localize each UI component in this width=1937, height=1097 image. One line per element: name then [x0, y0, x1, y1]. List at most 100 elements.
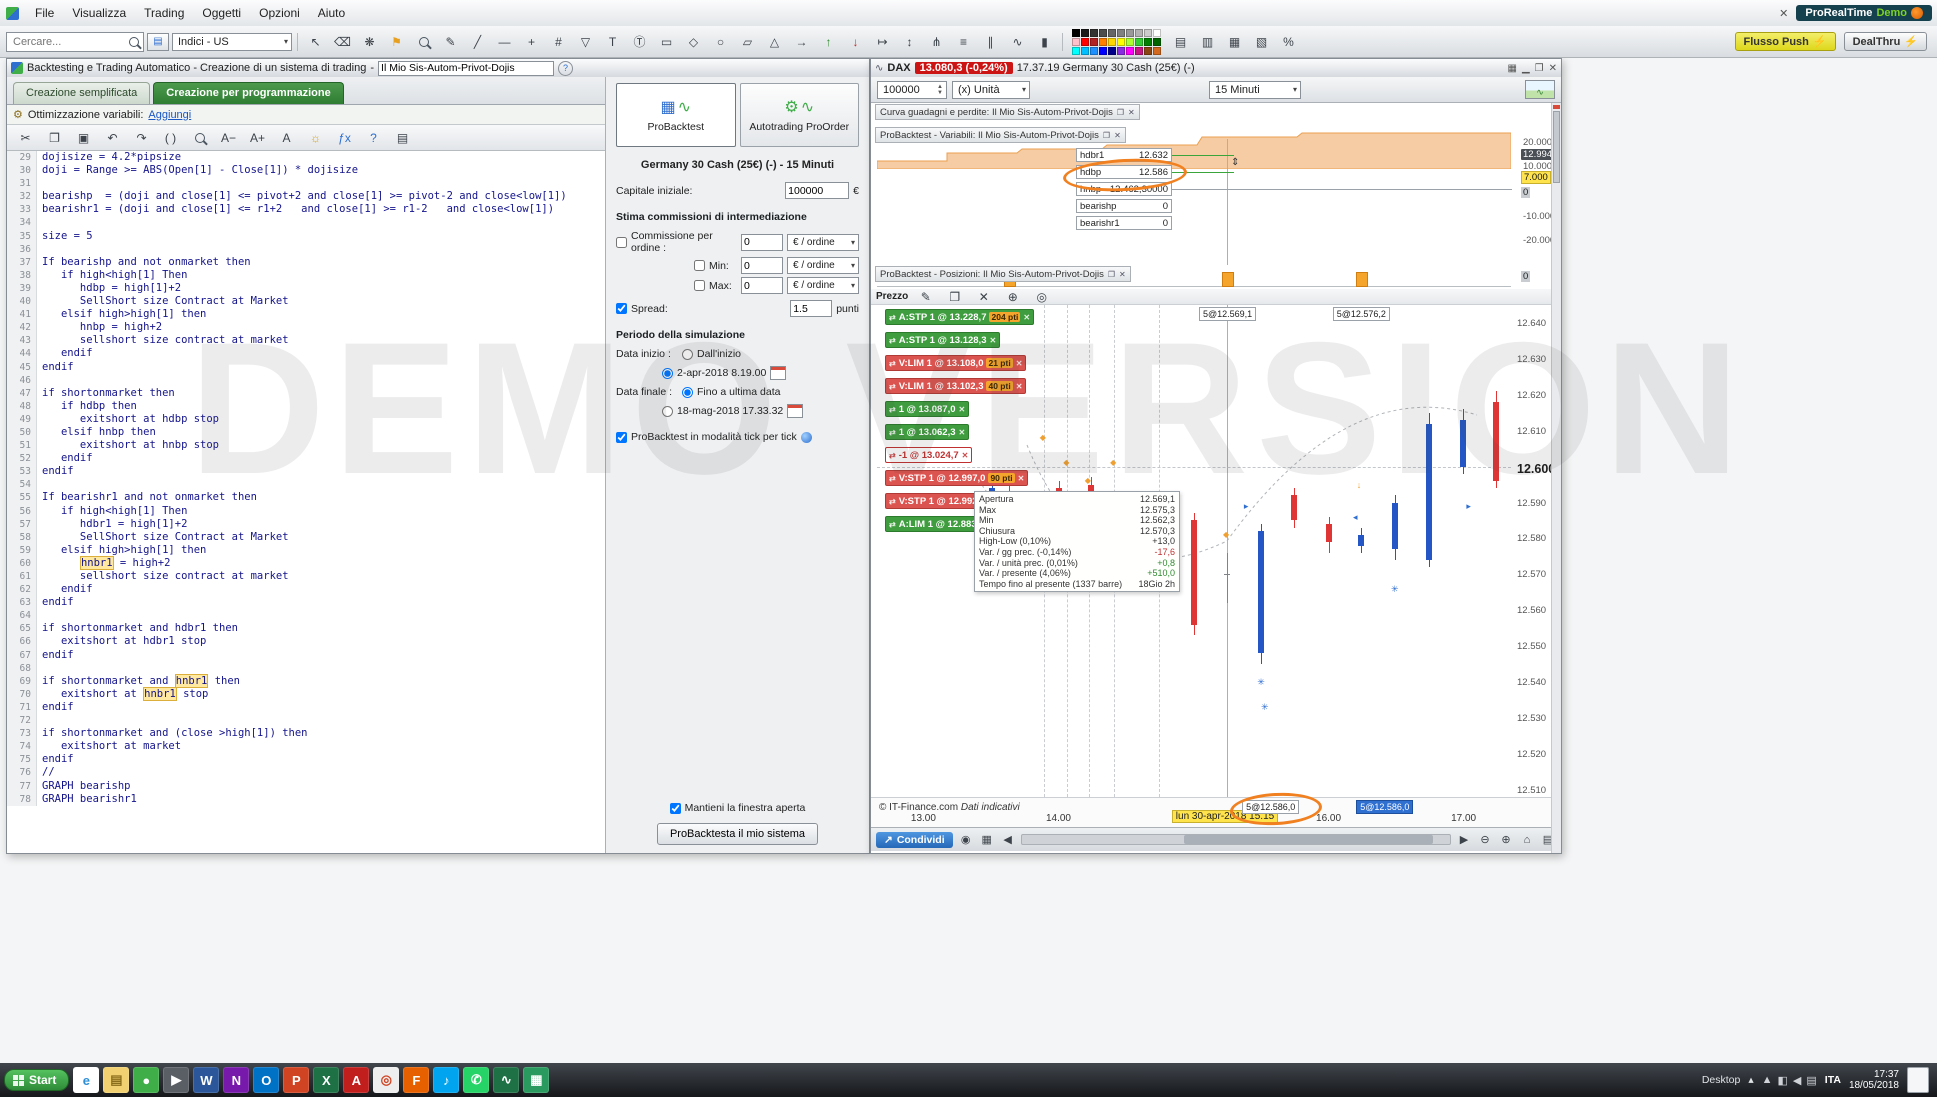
- taskbar-folder-icon[interactable]: ▤: [103, 1067, 129, 1093]
- arrow-tool[interactable]: →: [789, 30, 814, 54]
- pencil-tool[interactable]: ✎: [438, 30, 463, 54]
- end-date-radio[interactable]: [662, 406, 673, 417]
- color-swatch[interactable]: [1072, 47, 1080, 55]
- font-icon[interactable]: A: [274, 126, 299, 150]
- taskbar-pdf-icon[interactable]: A: [343, 1067, 369, 1093]
- commission-unit-select[interactable]: € / ordine▾: [787, 257, 859, 274]
- grid-icon[interactable]: ▦: [979, 833, 995, 846]
- unit-select[interactable]: (x) Unità ▾: [952, 81, 1030, 99]
- help-icon[interactable]: ?: [558, 61, 573, 76]
- color-swatch[interactable]: [1099, 47, 1107, 55]
- commission-value-input[interactable]: [741, 277, 783, 294]
- close-icon[interactable]: ✕: [1114, 131, 1121, 140]
- color-swatch[interactable]: [1135, 29, 1143, 37]
- tab-probacktest[interactable]: ▦∿ ProBacktest: [616, 83, 736, 147]
- menu-item-trading[interactable]: Trading: [135, 4, 193, 22]
- zoom-tool[interactable]: [411, 30, 436, 54]
- fibonacci-tool[interactable]: ≡: [951, 30, 976, 54]
- commission-value-input[interactable]: [741, 234, 783, 251]
- extend-tool[interactable]: ↦: [870, 30, 895, 54]
- taskbar-green-app-icon[interactable]: ●: [133, 1067, 159, 1093]
- color-swatch[interactable]: [1072, 29, 1080, 37]
- capital-input[interactable]: [785, 182, 849, 199]
- clock[interactable]: 17:37 18/05/2018: [1849, 1069, 1899, 1091]
- chart-style-line-icon[interactable]: ▧: [1249, 30, 1274, 54]
- zoom-out-icon[interactable]: ⊖: [1477, 833, 1493, 846]
- spread-input[interactable]: [790, 300, 832, 317]
- chart-style-candles-icon[interactable]: ▦: [1222, 30, 1247, 54]
- chart-window-titlebar[interactable]: ∿ DAX 13.080,3 (-0,24%) 17.37.19 Germany…: [871, 59, 1561, 78]
- color-swatch[interactable]: [1108, 29, 1116, 37]
- taskbar-trading-app-icon[interactable]: ▦: [523, 1067, 549, 1093]
- commission-checkbox[interactable]: [616, 237, 627, 248]
- timeframe-select[interactable]: 15 Minuti ▾: [1209, 81, 1301, 99]
- spinner-icons[interactable]: ▲▼: [937, 84, 943, 96]
- headset-icon[interactable]: ◉: [958, 833, 974, 846]
- variable-row[interactable]: bearishr10: [1076, 216, 1172, 230]
- desktop-label[interactable]: Desktop: [1702, 1074, 1741, 1086]
- color-swatch[interactable]: [1135, 47, 1143, 55]
- function-icon[interactable]: ƒx: [332, 126, 357, 150]
- equity-panel-header[interactable]: Curva guadagni e perdite: Il Mio Sis-Aut…: [875, 104, 1140, 120]
- color-swatch[interactable]: [1117, 47, 1125, 55]
- bars-style-tool[interactable]: ▮: [1032, 30, 1057, 54]
- variable-row[interactable]: hnbp12.462,30000: [1076, 182, 1172, 196]
- pitchfork-tool[interactable]: ⋔: [924, 30, 949, 54]
- menu-item-aiuto[interactable]: Aiuto: [309, 4, 354, 22]
- taskbar-firefox-icon[interactable]: F: [403, 1067, 429, 1093]
- close-icon[interactable]: ✕: [1023, 313, 1030, 322]
- search-icon[interactable]: [129, 37, 139, 47]
- taskbar-ie-icon[interactable]: e: [73, 1067, 99, 1093]
- taskbar-onenote-icon[interactable]: N: [223, 1067, 249, 1093]
- paste-icon[interactable]: ▣: [71, 126, 96, 150]
- copy-icon[interactable]: ❐: [42, 126, 67, 150]
- redo-icon[interactable]: ↷: [129, 126, 154, 150]
- close-icon[interactable]: ✕: [1018, 474, 1025, 483]
- keep-open-checkbox[interactable]: [670, 803, 681, 814]
- tray-volume-icon[interactable]: ◀: [1793, 1074, 1801, 1087]
- color-swatch[interactable]: [1099, 38, 1107, 46]
- order-label[interactable]: ⇄V:STP 1 @ 12.997,090 pti✕: [885, 470, 1028, 486]
- color-swatch[interactable]: [1072, 38, 1080, 46]
- triangle-tool[interactable]: △: [762, 30, 787, 54]
- close-icon[interactable]: ✕: [1549, 63, 1557, 74]
- horizontal-scrollbar[interactable]: [1021, 834, 1451, 845]
- grid-tool[interactable]: #: [546, 30, 571, 54]
- menu-item-opzioni[interactable]: Opzioni: [250, 4, 309, 22]
- color-swatch[interactable]: [1090, 29, 1098, 37]
- share-button[interactable]: ↗ Condividi: [876, 832, 953, 848]
- scroll-right-icon[interactable]: ▶: [1456, 833, 1472, 846]
- tab-creazione-per-programmazione[interactable]: Creazione per programmazione: [153, 82, 343, 104]
- start-button[interactable]: Start: [4, 1069, 69, 1091]
- zigzag-tool[interactable]: ∿: [1005, 30, 1030, 54]
- color-swatch[interactable]: [1099, 29, 1107, 37]
- calendar-icon[interactable]: [770, 366, 786, 380]
- show-desktop-button[interactable]: [1907, 1067, 1929, 1093]
- chart-vertical-scrollbar[interactable]: [1551, 103, 1561, 853]
- optimization-add-link[interactable]: Aggiungi: [148, 109, 191, 121]
- order-label[interactable]: ⇄1 @ 13.087,0✕: [885, 401, 969, 417]
- hint-icon[interactable]: ☼: [303, 126, 328, 150]
- taskbar-excel-icon[interactable]: X: [313, 1067, 339, 1093]
- segment-tool[interactable]: —: [492, 30, 517, 54]
- calendar-icon[interactable]: [787, 404, 803, 418]
- taskbar-media-icon[interactable]: ▶: [163, 1067, 189, 1093]
- trend-triangle-tool[interactable]: ▽: [573, 30, 598, 54]
- backtesting-window-titlebar[interactable]: Backtesting e Trading Automatico - Creaz…: [7, 59, 869, 78]
- color-swatch[interactable]: [1153, 38, 1161, 46]
- system-name-input[interactable]: [378, 61, 554, 76]
- taskbar-chrome-icon[interactable]: ◎: [373, 1067, 399, 1093]
- find-icon[interactable]: [187, 126, 212, 150]
- chart-thumbnail-button[interactable]: ∿: [1525, 80, 1555, 99]
- diamond-tool[interactable]: ◇: [681, 30, 706, 54]
- dealthru-button[interactable]: DealThru ⚡: [1844, 32, 1927, 51]
- arrow-down-tool[interactable]: ↓: [843, 30, 868, 54]
- order-label[interactable]: ⇄V:LIM 1 @ 13.102,340 pti✕: [885, 378, 1026, 394]
- scrollbar-thumb[interactable]: [1553, 111, 1560, 183]
- color-swatch[interactable]: [1117, 38, 1125, 46]
- variables-panel-header[interactable]: ProBacktest - Variabili: Il Mio Sis-Auto…: [875, 127, 1126, 143]
- commission-unit-select[interactable]: € / ordine▾: [787, 234, 859, 251]
- taskbar-whatsapp-icon[interactable]: ✆: [463, 1067, 489, 1093]
- variable-row[interactable]: hdbp12.586: [1076, 165, 1172, 179]
- search-box[interactable]: [6, 32, 144, 52]
